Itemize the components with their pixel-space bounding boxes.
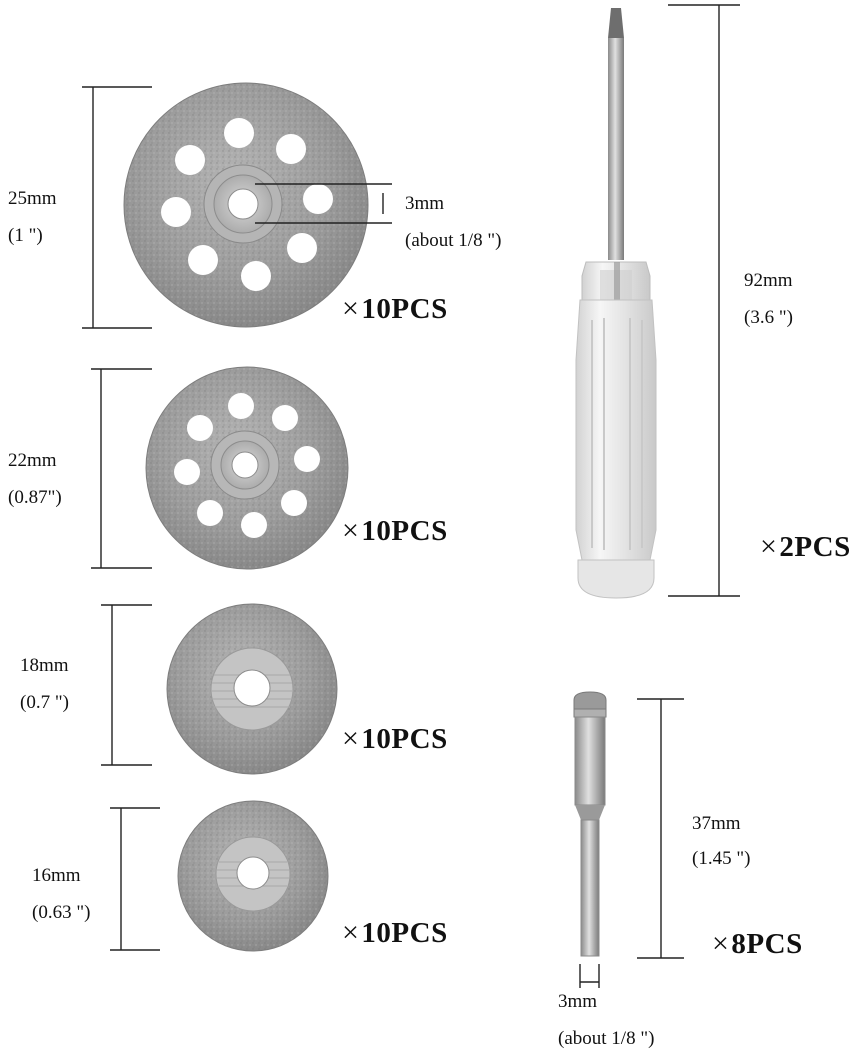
multiply-symbol: × — [712, 927, 730, 960]
disc-22mm — [145, 366, 349, 570]
disc-18mm-quantity: ×10PCS — [342, 722, 448, 756]
disc-25mm-size-in: (1 ") — [8, 225, 43, 246]
multiply-symbol: × — [342, 916, 360, 949]
center-hole-size-in: (about 1/8 ") — [405, 230, 502, 251]
disc-22mm-quantity: ×10PCS — [342, 514, 448, 548]
disc-16mm-quantity-value: 10PCS — [361, 917, 448, 949]
multiply-symbol: × — [760, 530, 778, 563]
disc-25mm-size-mm: 25mm — [8, 188, 57, 209]
disc-25mm-quantity-value: 10PCS — [361, 293, 448, 325]
screwdriver-length-mm: 92mm — [744, 270, 793, 291]
screwdriver-quantity: ×2PCS — [760, 530, 851, 564]
screwdriver-quantity-value: 2PCS — [779, 531, 851, 563]
disc-18mm-size-mm: 18mm — [20, 655, 69, 676]
multiply-symbol: × — [342, 722, 360, 755]
disc-22mm-quantity-value: 10PCS — [361, 515, 448, 547]
mandrel-shank-mm: 3mm — [558, 991, 598, 1012]
disc-18mm — [166, 603, 338, 775]
disc-22mm-size-in: (0.87") — [8, 487, 62, 508]
disc-18mm-quantity-value: 10PCS — [361, 723, 448, 755]
disc-16mm-quantity: ×10PCS — [342, 916, 448, 950]
multiply-symbol: × — [342, 514, 360, 547]
mandrel-quantity: ×8PCS — [712, 927, 803, 961]
mandrel-quantity-value: 8PCS — [731, 928, 803, 960]
disc-25mm — [123, 82, 369, 328]
disc-16mm-size-mm: 16mm — [32, 865, 81, 886]
dimension-lines — [82, 4, 740, 988]
screwdriver-length-in: (3.6 ") — [744, 307, 793, 328]
multiply-symbol: × — [342, 292, 360, 325]
disc-16mm — [177, 800, 329, 952]
disc-16mm-size-in: (0.63 ") — [32, 902, 91, 923]
screwdriver — [575, 8, 657, 599]
disc-18mm-size-in: (0.7 ") — [20, 692, 69, 713]
disc-25mm-quantity: ×10PCS — [342, 292, 448, 326]
mandrel-length-in: (1.45 ") — [692, 848, 751, 869]
center-hole-size-mm: 3mm — [405, 193, 445, 214]
disc-22mm-size-mm: 22mm — [8, 450, 57, 471]
mandrel-length-mm: 37mm — [692, 813, 741, 834]
mandrel-shank-in: (about 1/8 ") — [558, 1028, 655, 1049]
mandrel — [573, 691, 607, 957]
